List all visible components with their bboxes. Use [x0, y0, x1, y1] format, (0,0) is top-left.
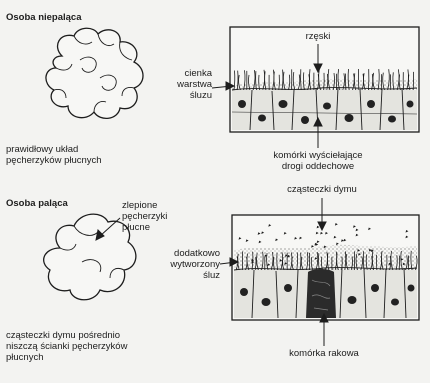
smoker-lung-caption-3: płucnych	[6, 352, 44, 363]
thin-mucus-label-3: śluzu	[164, 90, 212, 101]
smoke-particles-label: cząsteczki dymu	[272, 184, 372, 195]
nonsmoker-lung-caption-1: prawidłowy układ	[6, 144, 78, 155]
smoker-lung-caption-2: niszczą ścianki pęcherzyków	[6, 341, 127, 352]
thin-mucus-label-1: cienka	[164, 68, 212, 79]
thin-mucus-label-2: warstwa	[164, 79, 212, 90]
extra-mucus-label-2: wytworzony	[160, 259, 220, 270]
fused-alveoli-label-1: zlepione	[122, 200, 157, 211]
lining-cells-label-1: komórki wyściełające	[250, 150, 386, 161]
cancer-cell-label: komórka rakowa	[270, 348, 378, 359]
fused-alveoli-label-3: płucne	[122, 222, 150, 233]
extra-mucus-label-1: dodatkowo	[160, 248, 220, 259]
healthy-alveoli-drawing	[46, 28, 143, 118]
extra-mucus-label-3: śluz	[160, 270, 220, 281]
nonsmoker-heading: Osoba niepaląca	[6, 12, 82, 23]
smoker-lung-caption-1: cząsteczki dymu pośrednio	[6, 330, 120, 341]
nonsmoker-lung-caption-2: pęcherzyków płucnych	[6, 155, 102, 166]
smoker-heading: Osoba paląca	[6, 198, 68, 209]
lining-cells-label-2: drogi oddechowe	[250, 161, 386, 172]
damaged-airway-lining	[232, 215, 419, 320]
cilia-label: rzęski	[296, 31, 340, 42]
healthy-airway-lining	[230, 27, 419, 132]
fused-alveoli-label-2: pęcherzyki	[122, 211, 167, 222]
